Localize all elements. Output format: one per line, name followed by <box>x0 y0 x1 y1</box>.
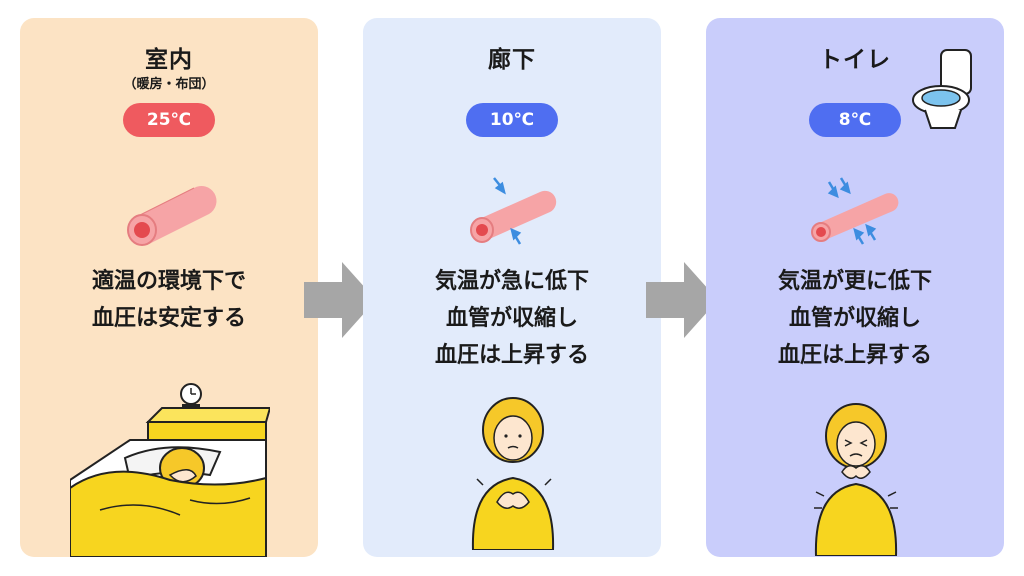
panel-caption: 気温が急に低下 血管が収縮し 血圧は上昇する <box>363 263 661 374</box>
panel-caption: 適温の環境下で 血圧は安定する <box>20 263 318 337</box>
blood-vessel-icon <box>127 185 217 246</box>
caption-line: 気温が更に低下 <box>777 269 932 294</box>
caption-line: 血圧は安定する <box>91 306 246 331</box>
panel-title: トイレ <box>819 47 891 73</box>
flow-arrow-icon <box>646 262 718 338</box>
temperature-badge: 8℃ <box>809 103 901 137</box>
temperature-badge: 25℃ <box>123 103 215 137</box>
toilet-icon <box>912 49 972 129</box>
constricted-vessel-icon <box>811 177 899 245</box>
caption-line: 血圧は上昇する <box>434 343 589 368</box>
temperature-badge: 10℃ <box>466 103 558 137</box>
constricted-vessel-icon <box>470 177 557 245</box>
alarm-clock-icon <box>180 383 202 408</box>
caption-line: 血管が収縮し <box>788 306 921 331</box>
panel-toilet: トイレ 8℃ 気温が更に低下 血管が収縮し 血圧は上昇する <box>706 18 1004 557</box>
flow-arrow-icon <box>304 262 376 338</box>
caption-line: 気温が急に低下 <box>434 269 589 294</box>
panel-title: 廊下 <box>488 47 536 73</box>
sleeping-person-illustration <box>70 383 270 557</box>
panel-subtitle: （暖房・布団） <box>123 77 215 92</box>
panel-title: 室内 <box>145 47 193 73</box>
shivering-woman-illustration <box>471 397 555 550</box>
caption-line: 血圧は上昇する <box>777 343 932 368</box>
caption-line: 適温の環境下で <box>91 269 246 294</box>
panel-hallway: 廊下 10℃ 気温が急に低下 血管が収縮し 血圧は上昇する <box>363 18 661 557</box>
panel-caption: 気温が更に低下 血管が収縮し 血圧は上昇する <box>706 263 1004 374</box>
shivering-woman-illustration <box>814 403 898 556</box>
panel-room: 室内 （暖房・布団） 25℃ 適温の環境下で 血圧は安定する <box>20 18 318 557</box>
caption-line: 血管が収縮し <box>445 306 578 331</box>
